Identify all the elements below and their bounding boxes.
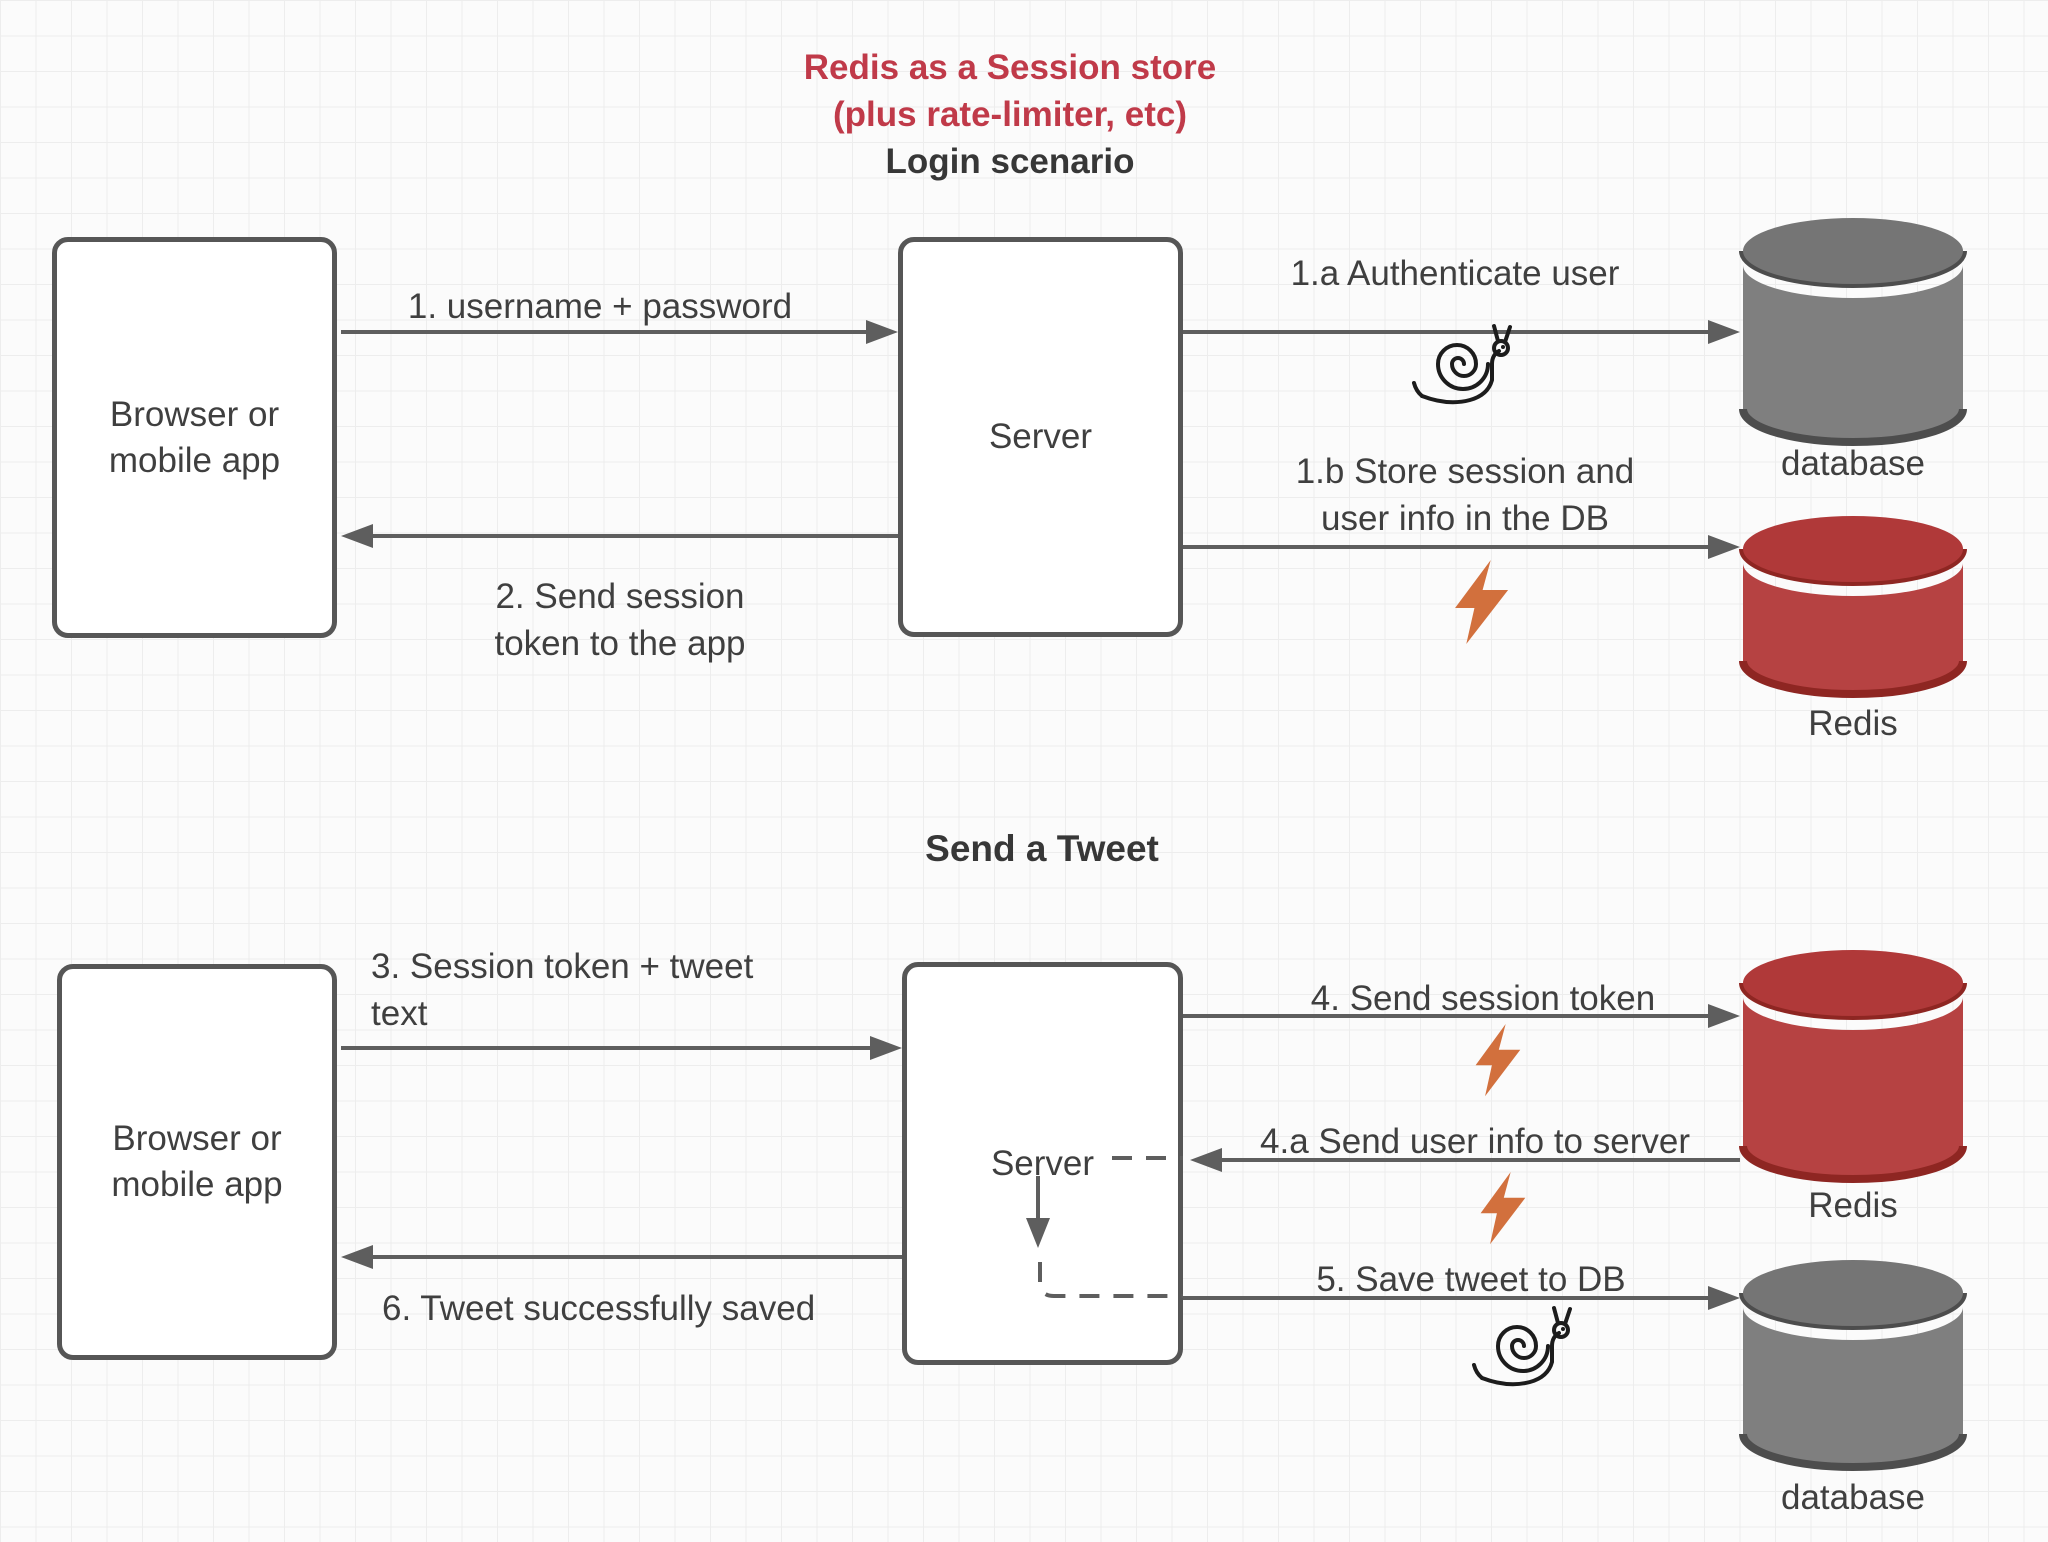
msg-4-label: 4. Send session token	[1310, 979, 1656, 1018]
connector-4a-send-user-info[interactable]	[1190, 1148, 1740, 1172]
snail-icon	[1472, 1306, 1572, 1387]
cylinder-body	[1743, 563, 1963, 694]
cylinder-body	[1743, 265, 1963, 442]
heading-send-a-tweet: Send a Tweet	[925, 828, 1159, 869]
login-database-label: database	[1780, 444, 1926, 483]
cylinder-body	[1743, 997, 1963, 1179]
tweet-redis-cylinder[interactable]	[1739, 950, 1967, 1183]
title-line-2: (plus rate-limiter, etc)	[833, 95, 1187, 134]
lightning-icon	[1480, 1172, 1526, 1245]
snail-icon	[1412, 324, 1512, 405]
arrow-head	[1708, 1286, 1740, 1310]
tweet-database-label: database	[1780, 1478, 1926, 1517]
login-redis-label: Redis	[1808, 704, 1898, 743]
login-server-label: Server	[988, 417, 1093, 456]
msg-2-label: 2. Send session token to the app	[494, 577, 746, 663]
connector-6-tweet-saved[interactable]	[341, 1245, 902, 1269]
arrow-head	[341, 524, 373, 548]
tweet-redis-label: Redis	[1808, 1186, 1898, 1225]
tweet-server-label: Server	[990, 1143, 1095, 1183]
lightning-shape	[1480, 1172, 1526, 1245]
dashed-elbow-to-5	[1038, 1262, 1183, 1298]
connector-3-session-token-tweet[interactable]	[341, 1036, 902, 1060]
connector-1b-store-session[interactable]	[1183, 535, 1740, 559]
arrow-head	[866, 320, 898, 344]
lightning-shape	[1455, 560, 1509, 644]
msg-1b-label: 1.b Store session and user info in the D…	[1295, 452, 1635, 538]
arrow-head	[1708, 1004, 1740, 1028]
msg-6-label: 6. Tweet successfully saved	[382, 1289, 816, 1328]
arrow-head	[1190, 1148, 1222, 1172]
cylinder-bottom-rim	[1739, 660, 1967, 698]
lightning-icon	[1455, 560, 1509, 644]
msg-1a-label: 1.a Authenticate user	[1290, 254, 1620, 293]
cylinder-top	[1743, 218, 1963, 284]
connector-2-send-session-token[interactable]	[341, 524, 898, 548]
title-login-scenario: Login scenario	[885, 142, 1135, 181]
diagram-title: Redis as a Session store (plus rate-limi…	[700, 44, 1320, 185]
tweet-client-label: Browser or mobile app	[111, 1119, 283, 1204]
cylinder-top	[1743, 516, 1963, 582]
cylinder-top	[1743, 1260, 1963, 1326]
tweet-database-cylinder[interactable]	[1739, 1260, 1967, 1471]
msg-3-label: 3. Session token + tweet text	[371, 947, 754, 1033]
connector-1a-authenticate-user[interactable]	[1183, 320, 1740, 344]
tweet-client-box[interactable]: Browser or mobile app	[57, 964, 337, 1360]
title-line-1: Redis as a Session store	[803, 48, 1217, 87]
arrow-head	[1708, 320, 1740, 344]
msg-5-label: 5. Save tweet to DB	[1316, 1260, 1626, 1299]
msg-1-label: 1. username + password	[407, 287, 793, 326]
connector-4-send-session-token[interactable]	[1183, 1004, 1740, 1028]
cylinder-body	[1743, 1307, 1963, 1467]
tweet-server-box[interactable]: Server	[902, 962, 1183, 1365]
login-client-box[interactable]: Browser or mobile app	[52, 237, 337, 638]
connector-1-username-password[interactable]	[341, 320, 898, 344]
internal-down-arrow-head	[1026, 1218, 1050, 1248]
cylinder-bottom-rim	[1739, 408, 1967, 446]
arrow-head	[341, 1245, 373, 1269]
lightning-shape	[1475, 1024, 1521, 1097]
connector-5-save-tweet[interactable]	[1183, 1286, 1740, 1310]
cylinder-bottom-rim	[1739, 1433, 1967, 1471]
arrow-head	[1708, 535, 1740, 559]
lightning-icon	[1475, 1024, 1521, 1097]
msg-4a-label: 4.a Send user info to server	[1260, 1122, 1690, 1161]
arrow-head	[870, 1036, 902, 1060]
cylinder-bottom-rim	[1739, 1145, 1967, 1183]
login-server-box[interactable]: Server	[898, 237, 1183, 637]
login-redis-cylinder[interactable]	[1739, 516, 1967, 698]
login-database-cylinder[interactable]	[1739, 218, 1967, 446]
cylinder-top	[1743, 950, 1963, 1016]
login-client-label: Browser or mobile app	[108, 394, 281, 480]
server-internal-flow[interactable]	[1026, 1156, 1183, 1298]
